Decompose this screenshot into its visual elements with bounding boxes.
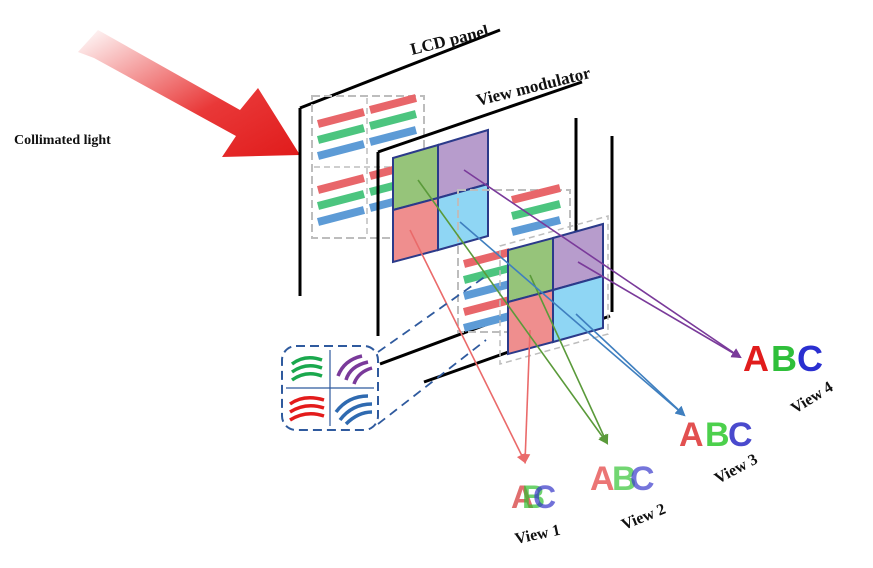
view-1-abc: A B C	[511, 479, 556, 515]
view-3-label: View 3	[712, 451, 761, 488]
red-grating-icon	[288, 396, 325, 422]
subpixel-stripes	[462, 184, 561, 332]
lcd-panel-label: LCD panel	[408, 21, 490, 59]
svg-text:A: A	[743, 338, 769, 379]
svg-text:C: C	[630, 460, 655, 498]
collimated-light-arrow	[78, 30, 300, 157]
modulator-cells-1	[392, 128, 489, 264]
view-4-label: View 4	[788, 379, 836, 418]
svg-text:B: B	[705, 416, 730, 454]
svg-text:C: C	[728, 416, 753, 454]
view-3-abc: A B C	[679, 416, 753, 454]
view-2-label: View 2	[619, 501, 668, 534]
svg-text:B: B	[522, 479, 545, 515]
purple-grating-icon	[336, 354, 373, 385]
svg-text:C: C	[797, 338, 823, 379]
lcd-panel-frame	[298, 28, 501, 296]
modulator-inset	[281, 345, 379, 431]
inset-callout-lines	[377, 275, 487, 425]
modulator-cells-2	[499, 215, 609, 365]
view-1-label: View 1	[513, 522, 562, 548]
svg-text:A: A	[590, 460, 615, 498]
view-modulator-label: View modulator	[474, 63, 593, 110]
collimated-light-label: Collimated light	[14, 133, 111, 148]
svg-text:B: B	[771, 338, 797, 379]
svg-text:B: B	[612, 460, 637, 498]
view-2-abc: A B C	[590, 460, 655, 498]
blue-grating-icon	[334, 394, 373, 426]
svg-text:C: C	[533, 479, 556, 515]
svg-text:A: A	[679, 416, 704, 454]
view-rays	[409, 169, 742, 464]
view-4-abc: A B C	[743, 338, 823, 379]
green-grating-icon	[290, 356, 323, 382]
svg-text:A: A	[511, 479, 534, 515]
